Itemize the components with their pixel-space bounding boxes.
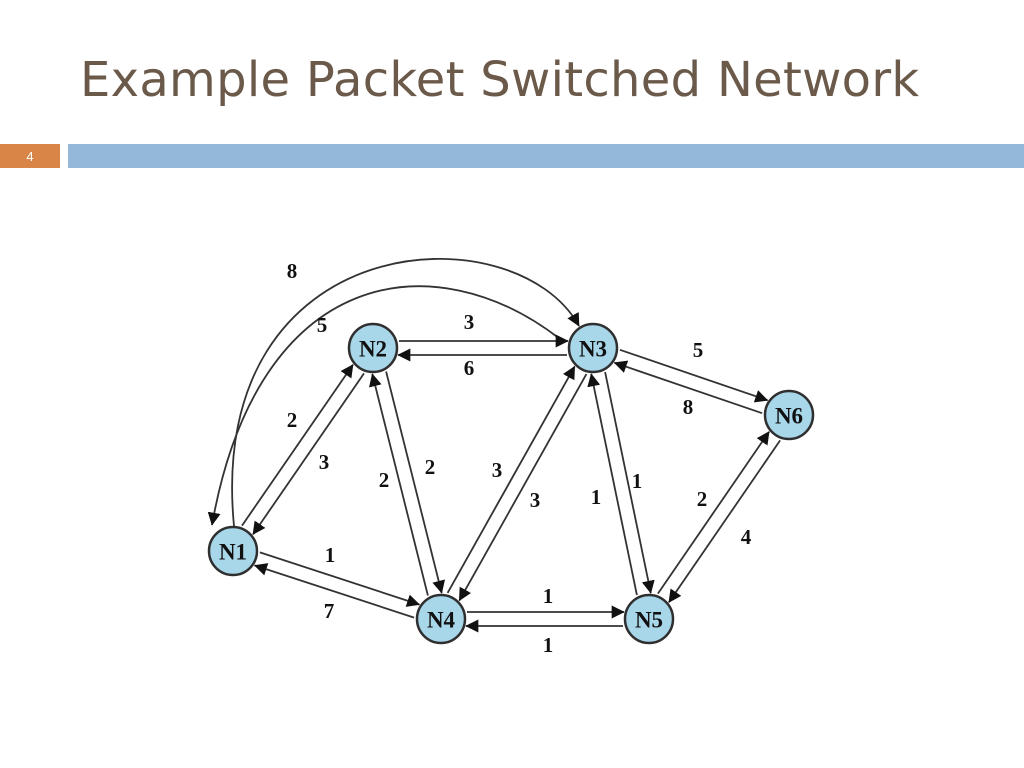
edge-weight-n3-to-n6: 5	[693, 338, 704, 362]
node-n3: N3	[567, 322, 619, 374]
edge-n3-to-n6	[619, 348, 769, 403]
edge-weight-n4-to-n5: 1	[543, 584, 554, 608]
edge-n4-to-n3	[446, 365, 576, 594]
edge-n1-to-n4	[259, 551, 421, 607]
edge-weight-n3-to-n4: 3	[530, 488, 541, 512]
edge-n6-to-n5	[668, 439, 781, 603]
edge-weight-n5-to-n3: 1	[591, 485, 602, 509]
edge-weight-n4-to-n2: 2	[379, 468, 390, 492]
node-circle	[415, 593, 467, 645]
node-n5: N5	[623, 593, 675, 645]
node-n2: N2	[347, 322, 399, 374]
edge-weight-n2-to-n1: 3	[319, 450, 330, 474]
node-n4: N4	[415, 593, 467, 645]
edge-n5-to-n3	[587, 373, 638, 596]
node-n6: N6	[763, 389, 815, 441]
edge-n4-to-n2	[369, 373, 429, 596]
node-circle	[623, 593, 675, 645]
node-label: N5	[635, 608, 663, 633]
edge-weight-n3-to-n2: 6	[464, 356, 475, 380]
node-label: N2	[359, 337, 387, 362]
edge-weight-n4-to-n1: 7	[324, 599, 335, 623]
edge-weight-n3-to-n1: 5	[317, 313, 328, 337]
edge-n3-to-n1	[207, 285, 561, 526]
node-circle	[207, 525, 259, 577]
edge-weight-n6-to-n5: 4	[741, 525, 752, 549]
node-label: N3	[579, 337, 607, 362]
edge-weight-n6-to-n3: 8	[683, 395, 694, 419]
edge-n4-to-n1	[253, 563, 415, 619]
edge-n5-to-n6	[657, 431, 770, 595]
edge-weight-n1-to-n3: 8	[287, 259, 298, 283]
header-band	[68, 144, 1024, 168]
edge-n3-to-n5	[604, 371, 655, 594]
node-circle	[347, 322, 399, 374]
edge-n2-to-n4	[385, 371, 445, 594]
edge-n3-to-n4	[458, 373, 588, 602]
edge-weight-n1-to-n4: 1	[325, 543, 336, 567]
node-label: N1	[219, 540, 247, 565]
edge-weight-n5-to-n4: 1	[543, 633, 554, 657]
edge-n6-to-n3	[613, 360, 763, 415]
edge-weight-n2-to-n4: 2	[425, 455, 436, 479]
edge-weight-n1-to-n2: 2	[287, 408, 298, 432]
edge-weight-n2-to-n3: 3	[464, 310, 475, 334]
node-circle	[763, 389, 815, 441]
edge-weight-n3-to-n5: 1	[632, 469, 643, 493]
node-label: N6	[775, 404, 803, 429]
node-n1: N1	[207, 525, 259, 577]
slide-title: Example Packet Switched Network	[80, 52, 920, 108]
edge-weight-n4-to-n3: 3	[492, 458, 503, 482]
node-circle	[567, 322, 619, 374]
edge-n2-to-n1	[252, 372, 365, 535]
slide-number: 4	[26, 148, 34, 164]
edge-n1-to-n3	[231, 258, 580, 527]
node-label: N4	[427, 608, 456, 633]
slide-number-badge: 4	[0, 144, 60, 168]
edge-weight-n5-to-n6: 2	[697, 487, 708, 511]
edge-n1-to-n2	[241, 364, 354, 527]
